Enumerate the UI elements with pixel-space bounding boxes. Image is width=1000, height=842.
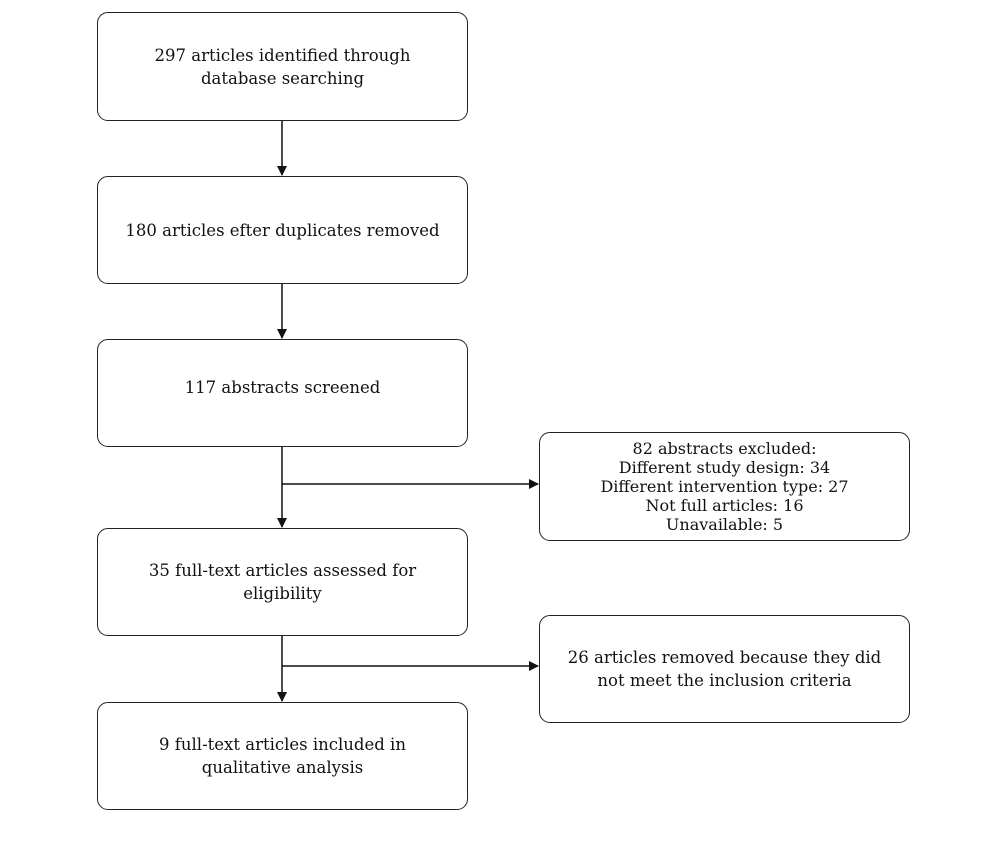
box-text-line: 35 full-text articles assessed for [148,561,417,580]
box-text-line: Different study design: 34 [618,458,831,477]
box-assessed: 35 full-text articles assessed for eligib… [97,528,468,636]
box-text-line: 180 articles efter duplicates removed [125,220,440,240]
box-text-line: database searching [200,68,365,88]
box-text-line: not meet the inclusion criteria [597,671,852,690]
box-text-line: 82 abstracts excluded: [632,439,817,458]
box-text-line: Unavailable: 5 [665,515,784,534]
box-text-line: eligibility [243,584,322,603]
box-text-line: qualitative analysis [201,758,364,777]
box-screened: 117 abstracts screened [97,339,468,447]
box-abstracts-excluded: 82 abstracts excluded:Different study de… [539,432,910,541]
box-text-line: Not full articles: 16 [645,496,804,515]
box-identified: 297 articles identified through database … [97,12,468,121]
box-removed: 26 articles removed because they did not … [539,615,910,723]
box-text-line: 9 full-text articles included in [159,735,406,754]
box-deduplicated: 180 articles efter duplicates removed [97,176,468,284]
box-text-line: Different intervention type: 27 [600,477,849,496]
box-text-line: 117 abstracts screened [184,378,381,397]
box-text-line: 297 articles identified through [154,45,411,65]
box-included: 9 full-text articles included in qualitat… [97,702,468,810]
box-text-line: 26 articles removed because they did [567,648,882,667]
